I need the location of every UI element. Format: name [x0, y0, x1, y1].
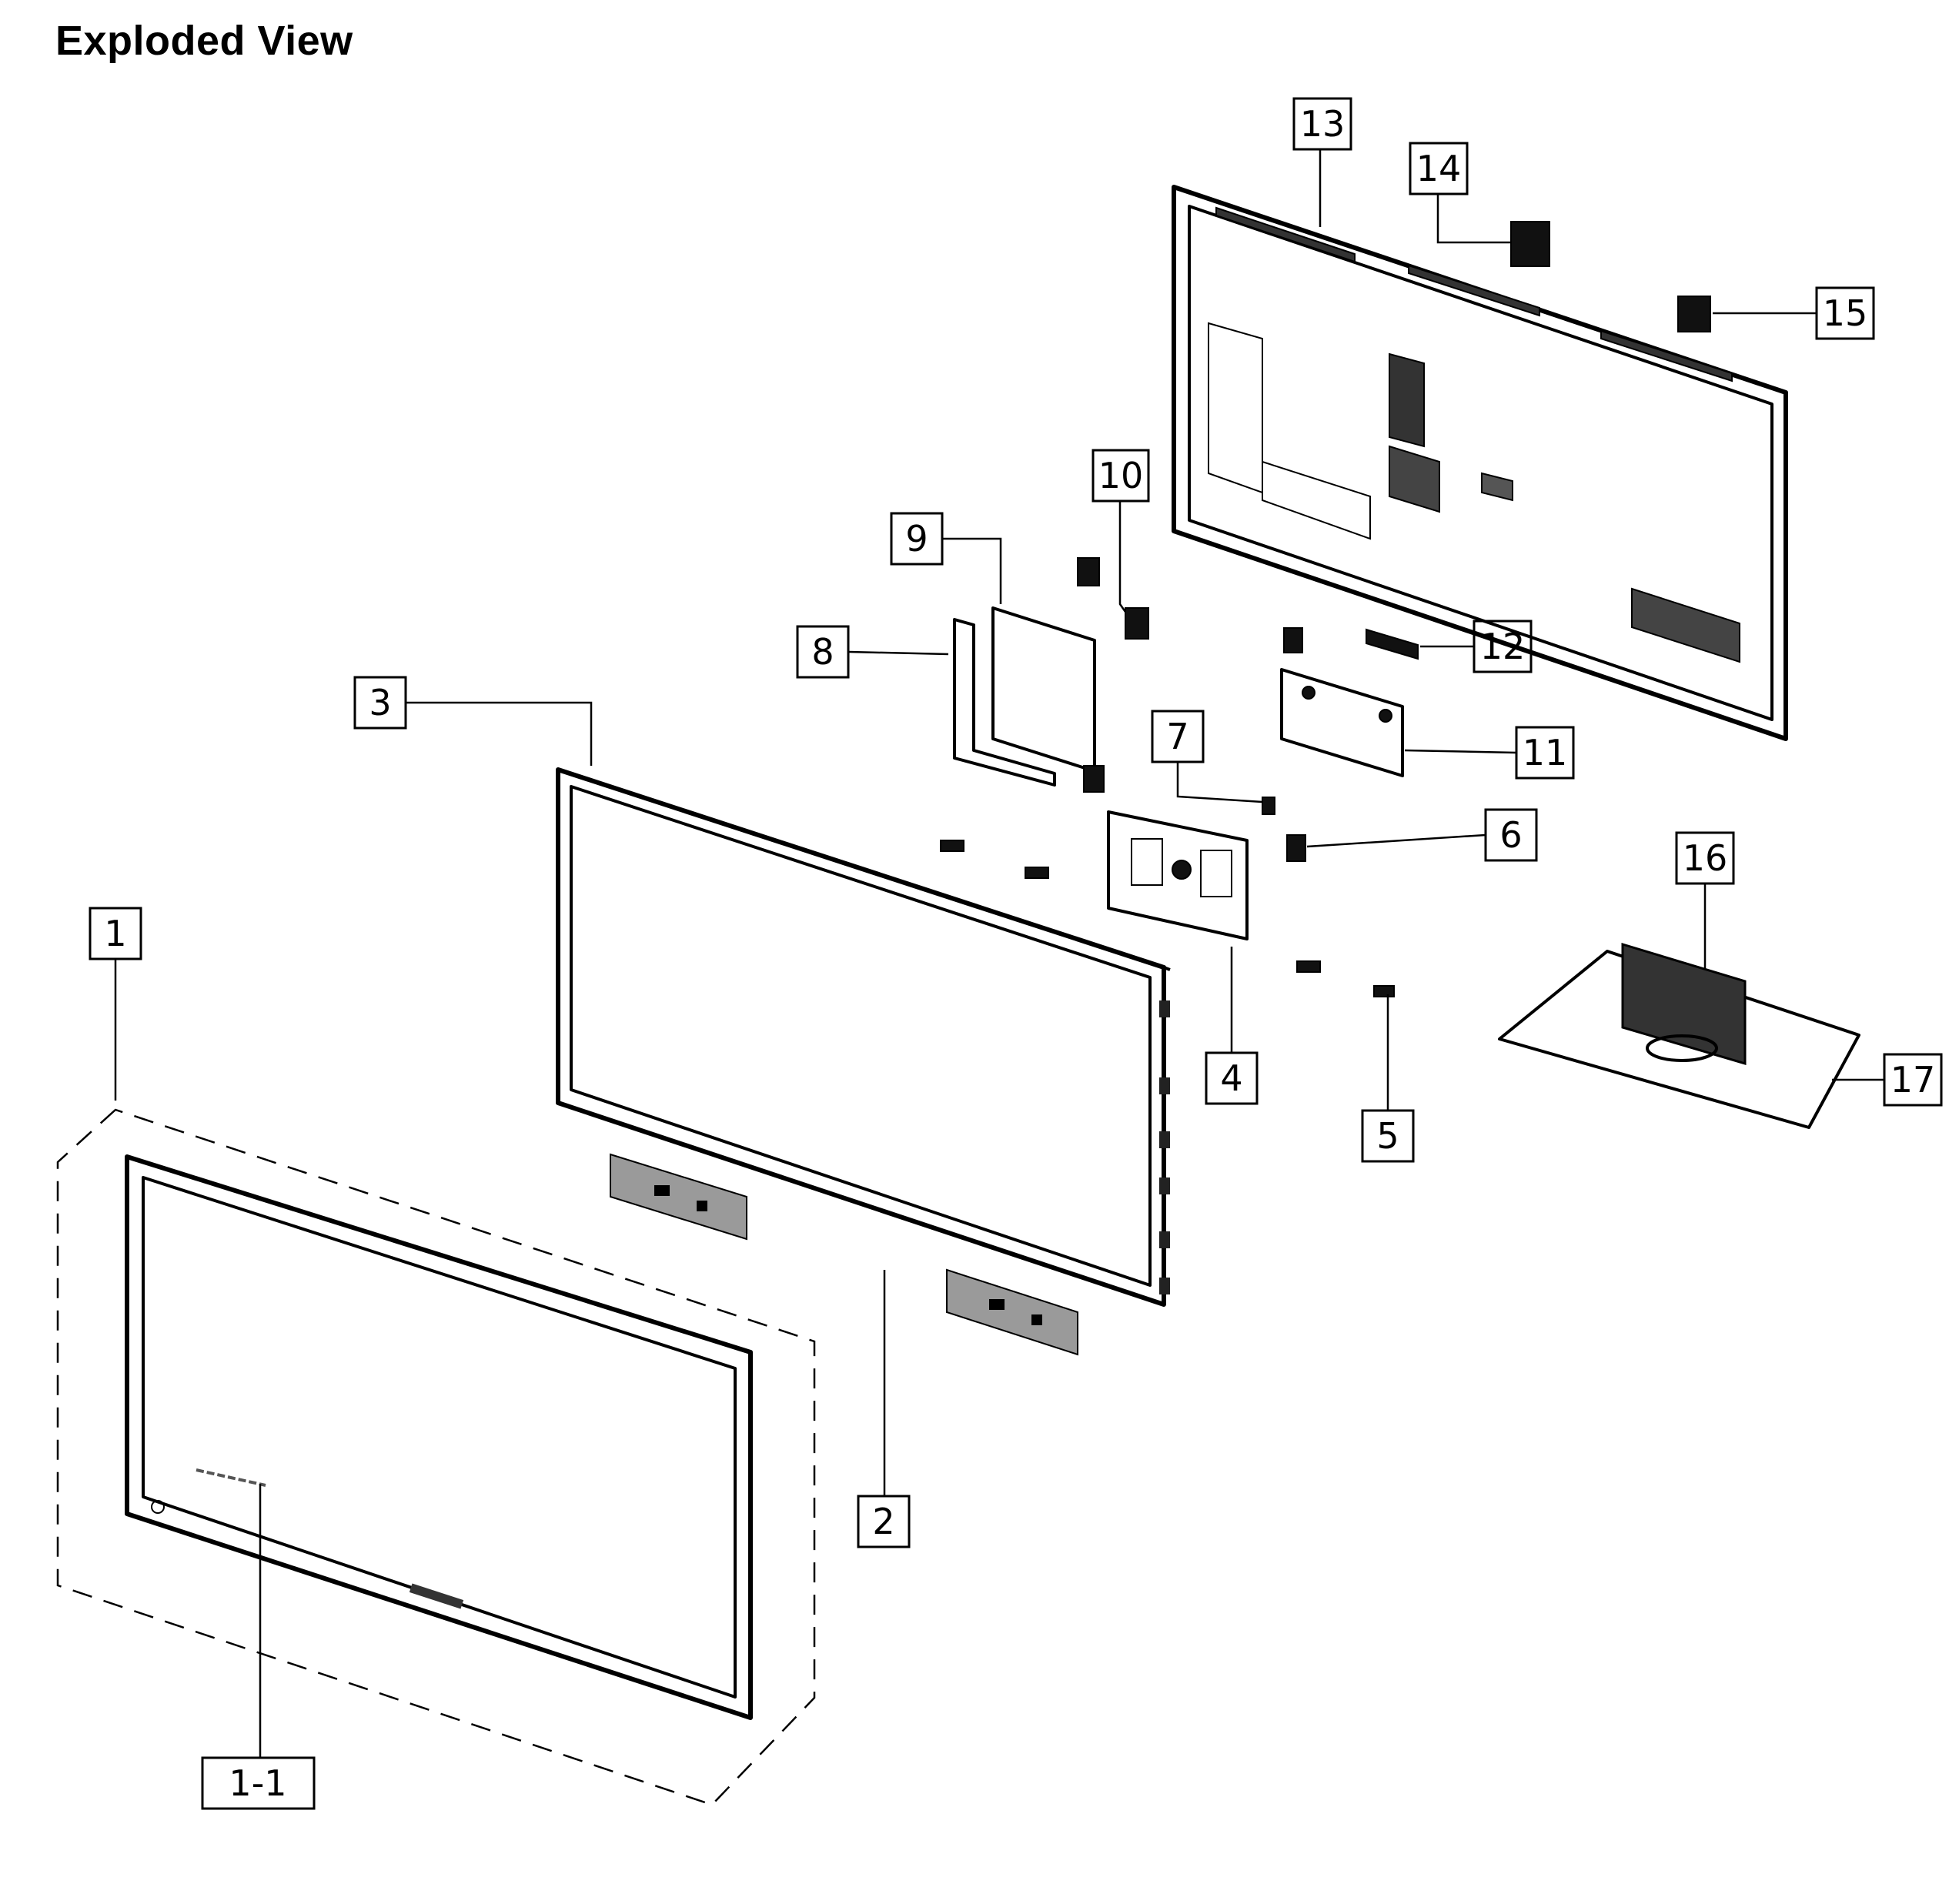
- front-bezel-assembly: [56, 1108, 816, 1806]
- main-board-9: [991, 606, 1096, 773]
- bottom-bracket-left: [610, 1153, 747, 1241]
- clip-6: [1283, 627, 1306, 862]
- svg-text:4: 4: [1220, 1057, 1242, 1099]
- callout-6: 6: [1484, 808, 1538, 862]
- callout-5: 5: [1361, 1109, 1415, 1163]
- svg-text:10: 10: [1098, 455, 1144, 496]
- svg-text:13: 13: [1300, 103, 1346, 145]
- svg-text:14: 14: [1416, 148, 1462, 189]
- callout-2: 2: [857, 1495, 911, 1548]
- side-bracket-8: [953, 618, 1056, 787]
- svg-text:17: 17: [1890, 1059, 1936, 1101]
- stand-base-17: [1498, 950, 1860, 1129]
- callout-10: 10: [1091, 449, 1150, 503]
- small-clip-10: [1077, 557, 1149, 793]
- callout-11: 11: [1515, 726, 1575, 780]
- callout-17: 17: [1883, 1053, 1943, 1107]
- clip-7: [1262, 797, 1275, 815]
- callout-16: 16: [1675, 831, 1735, 885]
- callout-8: 8: [796, 625, 850, 679]
- cover-12: [1366, 628, 1419, 660]
- lcd-panel: [556, 767, 1171, 1307]
- part-15: [1677, 296, 1711, 332]
- leader-lines: [114, 149, 1884, 1757]
- wall-bracket-11: [1280, 668, 1404, 777]
- callout-4: 4: [1205, 1051, 1259, 1105]
- callout-15: 15: [1815, 286, 1875, 340]
- callout-7: 7: [1151, 710, 1205, 763]
- stand-neck-16: [1621, 942, 1747, 1066]
- svg-text:5: 5: [1376, 1115, 1399, 1157]
- callout-12: 12: [1473, 620, 1533, 673]
- screws-5: [940, 840, 1395, 997]
- svg-text:8: 8: [811, 631, 834, 673]
- callout-1-1: 1-1: [201, 1756, 316, 1810]
- svg-text:1-1: 1-1: [229, 1762, 286, 1804]
- svg-text:1: 1: [104, 913, 126, 954]
- callout-9: 9: [890, 512, 944, 566]
- svg-text:2: 2: [872, 1501, 894, 1542]
- callout-1: 1: [89, 907, 142, 960]
- svg-text:3: 3: [369, 682, 391, 723]
- page-title: Exploded View: [55, 18, 353, 64]
- callout-14: 14: [1409, 142, 1469, 195]
- part-14: [1510, 221, 1550, 267]
- svg-text:16: 16: [1683, 837, 1728, 879]
- svg-text:15: 15: [1823, 292, 1868, 334]
- svg-text:12: 12: [1480, 626, 1526, 667]
- svg-text:9: 9: [905, 518, 928, 560]
- svg-text:7: 7: [1166, 716, 1188, 757]
- svg-text:6: 6: [1499, 814, 1522, 856]
- svg-text:11: 11: [1523, 732, 1568, 773]
- bottom-bracket-right: [946, 1268, 1078, 1356]
- center-bracket-4: [1107, 810, 1249, 940]
- callout-13: 13: [1292, 97, 1352, 151]
- rear-cover: [1172, 185, 1788, 741]
- callout-3: 3: [353, 676, 407, 730]
